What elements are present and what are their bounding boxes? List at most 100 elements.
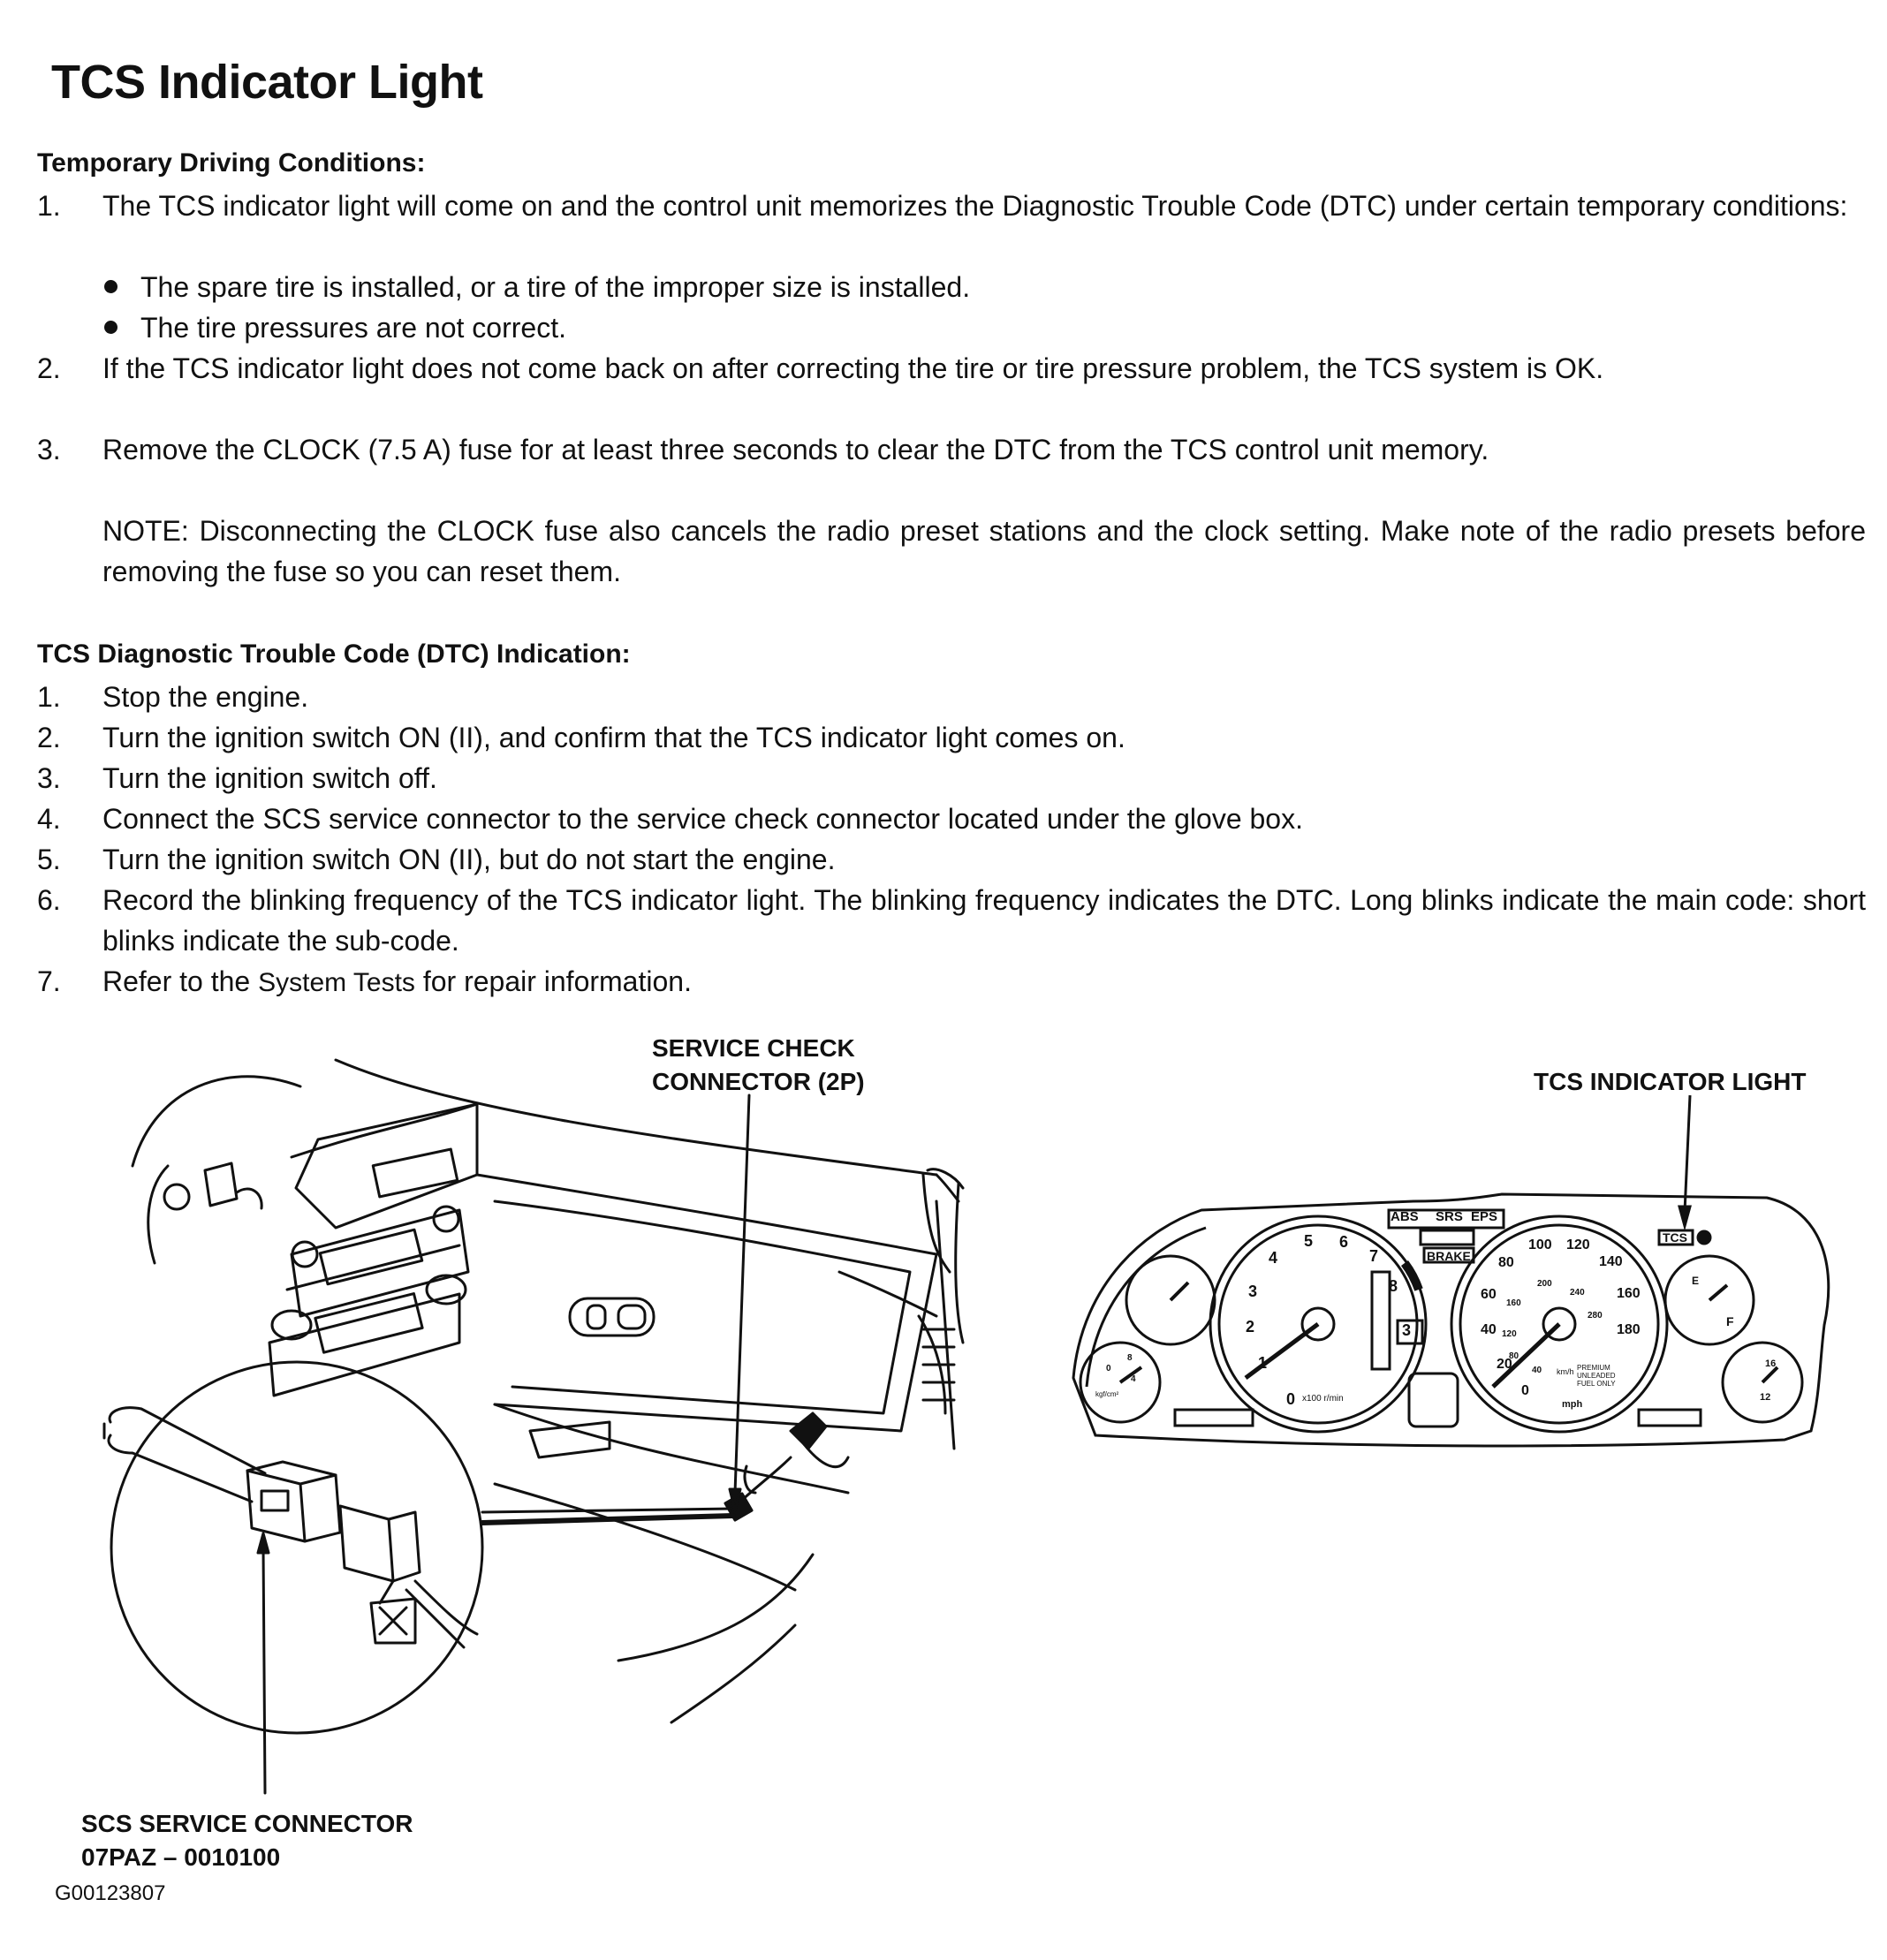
fuel-empty-mark: E bbox=[1692, 1275, 1700, 1287]
tach-number: 1 bbox=[1258, 1354, 1268, 1372]
speed-number: 180 bbox=[1617, 1322, 1641, 1337]
item-text: Record the blinking frequency of the TCS… bbox=[102, 884, 1866, 957]
oil-mark: 0 bbox=[1106, 1364, 1111, 1374]
system-tests-link[interactable]: System Tests bbox=[258, 968, 415, 997]
item-text-post: for repair information. bbox=[422, 965, 692, 997]
item-text: Turn the ignition switch ON (II), and co… bbox=[102, 722, 1125, 753]
figure-id: G00123807 bbox=[55, 1881, 166, 1905]
fuel-note-line: PREMIUM bbox=[1577, 1364, 1610, 1372]
item-number: 4. bbox=[37, 803, 61, 835]
tach-number: 5 bbox=[1304, 1232, 1314, 1250]
item-text: Refer to the System Tests for repair inf… bbox=[102, 961, 1866, 1003]
item-number: 1. bbox=[37, 681, 61, 713]
oil-pressure-gauge bbox=[1079, 1341, 1162, 1424]
list-item: 3. Turn the ignition switch off. bbox=[37, 758, 1866, 798]
list-item: 5. Turn the ignition switch ON (II), but… bbox=[37, 839, 1866, 880]
item-number: 5. bbox=[37, 844, 61, 875]
tach-number: 2 bbox=[1246, 1318, 1255, 1336]
speed-number: 60 bbox=[1481, 1287, 1497, 1302]
list-item: 2. Turn the ignition switch ON (II), and… bbox=[37, 717, 1866, 758]
volt-mark: 12 bbox=[1760, 1392, 1771, 1403]
temperature-gauge bbox=[1125, 1254, 1216, 1346]
item-text: Stop the engine. bbox=[102, 681, 309, 713]
bullet-text: The tire pressures are not correct. bbox=[140, 312, 566, 344]
fuel-full-mark: F bbox=[1726, 1314, 1734, 1328]
speed-number: 20 bbox=[1497, 1357, 1512, 1372]
item-number: 1. bbox=[37, 190, 61, 222]
speed-unit: mph bbox=[1562, 1399, 1583, 1410]
label-service-check-connector: SERVICE CHECK CONNECTOR (2P) bbox=[652, 1032, 865, 1099]
item-text: If the TCS indicator light does not come… bbox=[102, 352, 1604, 384]
tach-number: 8 bbox=[1389, 1277, 1398, 1295]
speed-number: 0 bbox=[1521, 1383, 1529, 1398]
tach-number: 7 bbox=[1369, 1247, 1379, 1265]
oil-mark: 4 bbox=[1131, 1374, 1136, 1384]
item-number: 6. bbox=[37, 884, 61, 916]
list-item: 7. Refer to the System Tests for repair … bbox=[37, 961, 1866, 1003]
fuel-note: PREMIUM UNLEADED FUEL ONLY bbox=[1577, 1364, 1616, 1388]
item-number: 2. bbox=[37, 352, 61, 384]
label-tcs-indicator-light: TCS INDICATOR LIGHT bbox=[1534, 1068, 1807, 1095]
fuel-gauge bbox=[1663, 1254, 1755, 1346]
item-number: 3. bbox=[37, 434, 61, 465]
list-item: 1. The TCS indicator light will come on … bbox=[37, 185, 1866, 226]
speed-inner-number: 80 bbox=[1509, 1351, 1519, 1361]
item-text: Remove the CLOCK (7.5 A) fuse for at lea… bbox=[102, 434, 1489, 465]
bullet-dot-icon bbox=[104, 280, 117, 294]
tach-number: 3 bbox=[1248, 1283, 1258, 1300]
tach-number: 4 bbox=[1269, 1249, 1278, 1267]
speed-inner-number: 240 bbox=[1570, 1288, 1585, 1298]
label-line: SERVICE CHECK bbox=[652, 1034, 855, 1062]
section-heading-dtc: TCS Diagnostic Trouble Code (DTC) Indica… bbox=[37, 639, 631, 669]
oil-pressure-unit: kgf/cm² bbox=[1095, 1390, 1119, 1398]
section-heading-temporary: Temporary Driving Conditions: bbox=[37, 148, 426, 178]
fuel-note-line: UNLEADED bbox=[1577, 1372, 1616, 1380]
speed-number: 160 bbox=[1617, 1286, 1641, 1301]
speed-inner-number: 160 bbox=[1506, 1298, 1521, 1308]
indicator-abs: ABS bbox=[1391, 1209, 1419, 1224]
tach-number: 0 bbox=[1286, 1390, 1296, 1408]
note-text: NOTE: Disconnecting the CLOCK fuse also … bbox=[102, 515, 1866, 587]
volt-mark: 16 bbox=[1765, 1358, 1777, 1369]
fuel-note-line: FUEL ONLY bbox=[1577, 1380, 1616, 1388]
indicator-brake: BRAKE bbox=[1427, 1249, 1471, 1263]
item-number: 2. bbox=[37, 722, 61, 753]
bullet-dot-icon bbox=[104, 321, 117, 335]
speed-unit-km: km/h bbox=[1557, 1367, 1574, 1376]
oil-mark: 8 bbox=[1127, 1353, 1133, 1363]
speed-inner-number: 40 bbox=[1532, 1366, 1542, 1375]
bullet-text: The spare tire is installed, or a tire o… bbox=[140, 271, 971, 303]
bullet-item: The spare tire is installed, or a tire o… bbox=[104, 267, 970, 307]
indicator-srs: SRS bbox=[1436, 1209, 1463, 1224]
bullet-item: The tire pressures are not correct. bbox=[104, 307, 566, 348]
speed-number: 80 bbox=[1498, 1255, 1514, 1270]
item-text-pre: Refer to the bbox=[102, 965, 251, 997]
indicator-tcs: TCS bbox=[1663, 1230, 1687, 1245]
page-title: TCS Indicator Light bbox=[51, 56, 483, 109]
label-line: 07PAZ – 0010100 bbox=[81, 1843, 281, 1871]
label-scs-service-connector: SCS SERVICE CONNECTOR 07PAZ – 0010100 bbox=[81, 1807, 413, 1874]
label-line: CONNECTOR (2P) bbox=[652, 1068, 865, 1095]
speed-number: 100 bbox=[1528, 1237, 1552, 1252]
label-line: SCS SERVICE CONNECTOR bbox=[81, 1810, 413, 1837]
item-text: Connect the SCS service connector to the… bbox=[102, 803, 1303, 835]
gear-indicator: 3 bbox=[1402, 1321, 1412, 1339]
cluster-outline bbox=[1072, 1192, 1830, 1448]
speed-inner-number: 200 bbox=[1537, 1279, 1552, 1289]
speed-inner-number: 120 bbox=[1502, 1329, 1517, 1339]
list-item: 6. Record the blinking frequency of the … bbox=[37, 880, 1866, 961]
speed-number: 40 bbox=[1481, 1322, 1497, 1337]
item-number: 3. bbox=[37, 762, 61, 794]
item-text: The TCS indicator light will come on and… bbox=[102, 190, 1848, 222]
item-number: 7. bbox=[37, 965, 61, 997]
list-item: 2. If the TCS indicator light does not c… bbox=[37, 348, 1866, 389]
speed-inner-number: 280 bbox=[1588, 1311, 1603, 1321]
indicator-eps: EPS bbox=[1471, 1209, 1498, 1224]
speed-number: 120 bbox=[1566, 1237, 1590, 1252]
tach-unit: x100 r/min bbox=[1302, 1394, 1344, 1404]
item-text: Turn the ignition switch ON (II), but do… bbox=[102, 844, 836, 875]
tach-number: 6 bbox=[1339, 1233, 1349, 1251]
list-item: 4. Connect the SCS service connector to … bbox=[37, 798, 1866, 839]
item-text: Turn the ignition switch off. bbox=[102, 762, 437, 794]
speed-number: 140 bbox=[1599, 1254, 1623, 1269]
